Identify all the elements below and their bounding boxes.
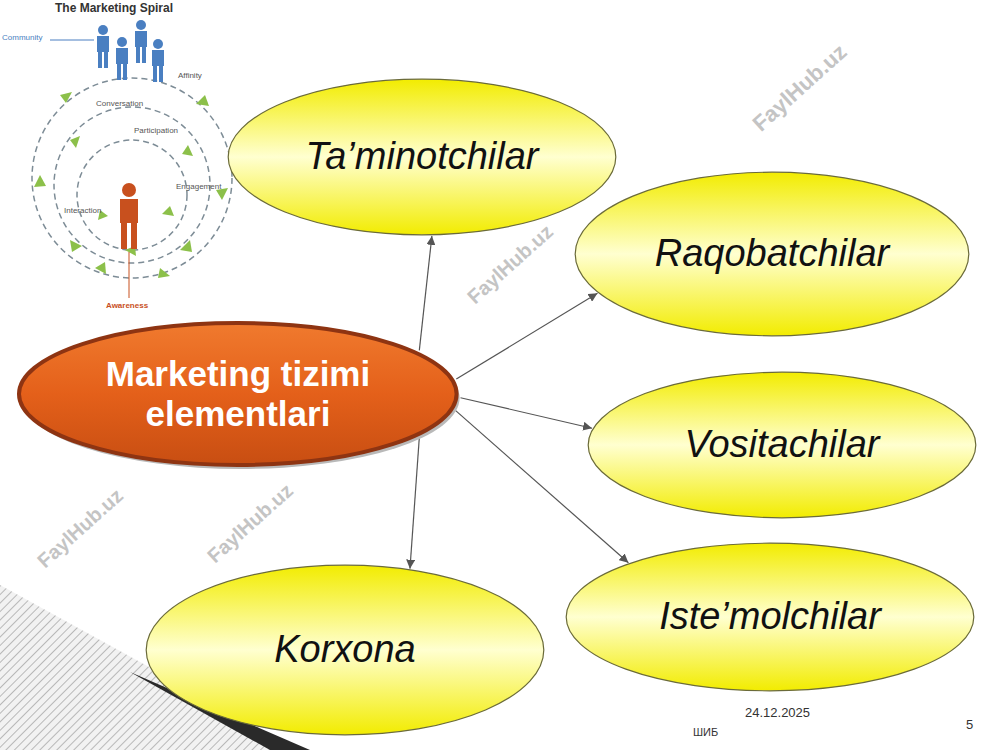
ellipse-outline xyxy=(575,172,969,336)
ellipse-outline xyxy=(588,372,976,518)
arrow-connector xyxy=(410,438,419,569)
element-ellipse: Raqobatchilar xyxy=(574,171,970,337)
element-ellipse: Vositachilar xyxy=(587,371,977,519)
label-text: Awareness xyxy=(106,302,148,311)
node-text: Ta’minotchilar xyxy=(305,135,538,179)
arrow-connector xyxy=(461,398,593,428)
label-text: Community xyxy=(2,34,42,43)
element-ellipse: Korxona xyxy=(145,564,545,736)
label-text: The Marketing Spiral xyxy=(55,2,173,15)
element-ellipse: Ta’minotchilar xyxy=(227,78,617,236)
node-text: Iste’molchilar xyxy=(659,595,881,639)
label-text: ШИБ xyxy=(693,726,718,738)
spiral-illustration xyxy=(32,20,232,298)
watermark: FaylHub.uz xyxy=(748,40,851,136)
ellipse-outline xyxy=(566,543,974,691)
element-ellipse: Iste’molchilar xyxy=(565,542,975,692)
ellipse-outline xyxy=(19,323,457,465)
node-text: Vositachilar xyxy=(684,423,879,467)
node-text-group: Marketing tizimi elementlari xyxy=(83,354,393,435)
node-text-group: Korxona xyxy=(274,628,416,672)
node-text-group: Iste’molchilar xyxy=(659,595,881,639)
arrow-connector xyxy=(419,236,432,351)
node-text: Raqobatchilar xyxy=(655,232,889,276)
label-text: Affinity xyxy=(178,72,202,81)
node-text: Korxona xyxy=(274,628,416,672)
label-text: Engagement xyxy=(176,183,221,192)
ellipse-outline xyxy=(146,565,544,735)
node-text-group: Ta’minotchilar xyxy=(305,135,538,179)
node-text-group: Raqobatchilar xyxy=(655,232,889,276)
label-text: 5 xyxy=(966,718,973,732)
label-text: Participation xyxy=(134,127,178,136)
node-text: Marketing tizimi elementlari xyxy=(83,354,393,435)
watermark: FaylHub.uz xyxy=(463,220,557,308)
watermark: FaylHub.uz xyxy=(33,484,127,572)
node-text-group: Vositachilar xyxy=(684,423,879,467)
label-text: Interaction xyxy=(64,207,101,216)
label-text: Conversation xyxy=(96,100,143,109)
watermark: FaylHub.uz xyxy=(203,479,297,567)
ellipse-outline xyxy=(228,79,616,235)
label-text: 24.12.2025 xyxy=(745,706,810,720)
central-ellipse: Marketing tizimi elementlari xyxy=(15,319,461,469)
